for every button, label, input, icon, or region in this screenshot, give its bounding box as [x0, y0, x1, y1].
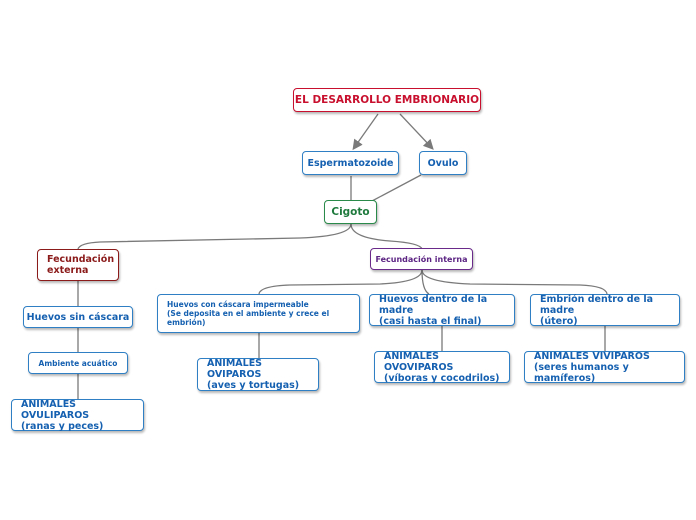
espermatozoide-node[interactable]: Espermatozoide	[302, 151, 399, 175]
ambiente-acuatico-node[interactable]: Ambiente acuático	[28, 352, 128, 374]
link-cigoto-externa	[77, 223, 352, 250]
link-root-ovulo	[399, 113, 434, 150]
link-interna-embrion	[421, 269, 608, 295]
fecundacion-externa-node[interactable]: Fecundación externa	[37, 249, 119, 281]
embrion-dentro-node[interactable]: Embrión dentro de la madre (útero)	[530, 294, 680, 327]
huevos-sin-cascara-node[interactable]: Huevos sin cáscara	[23, 306, 133, 328]
fecundacion-interna-node[interactable]: Fecundación interna	[370, 248, 473, 270]
root-node[interactable]: EL DESARROLLO EMBRIONARIO	[293, 88, 481, 112]
animales-oviliparos-node[interactable]: ANIMALES OVULIPAROS (ranas y peces)	[11, 399, 144, 432]
link-interna-cascara	[258, 269, 423, 295]
ovulo-node[interactable]: Ovulo	[419, 151, 467, 175]
link-interna-dentro	[421, 269, 430, 295]
cigoto-node[interactable]: Cigoto	[324, 200, 377, 224]
huevos-dentro-node[interactable]: Huevos dentro de la madre (casi hasta el…	[369, 294, 515, 327]
link-root-espermatozoide	[352, 113, 379, 151]
animales-viviparos-node[interactable]: ANIMALES VIVIPAROS (seres humanos y mamí…	[524, 351, 685, 384]
link-ovulo-cigoto	[371, 174, 422, 202]
animales-oviparos-node[interactable]: ANIMALES OVIPAROS (aves y tortugas)	[197, 358, 319, 391]
huevos-cascara-node[interactable]: Huevos con cáscara impermeable (Se depos…	[157, 294, 360, 333]
animales-ovoviviparos-node[interactable]: ANIMALES OVOVIPAROS (víboras y cocodrilo…	[374, 351, 510, 384]
link-cigoto-interna	[350, 223, 423, 250]
